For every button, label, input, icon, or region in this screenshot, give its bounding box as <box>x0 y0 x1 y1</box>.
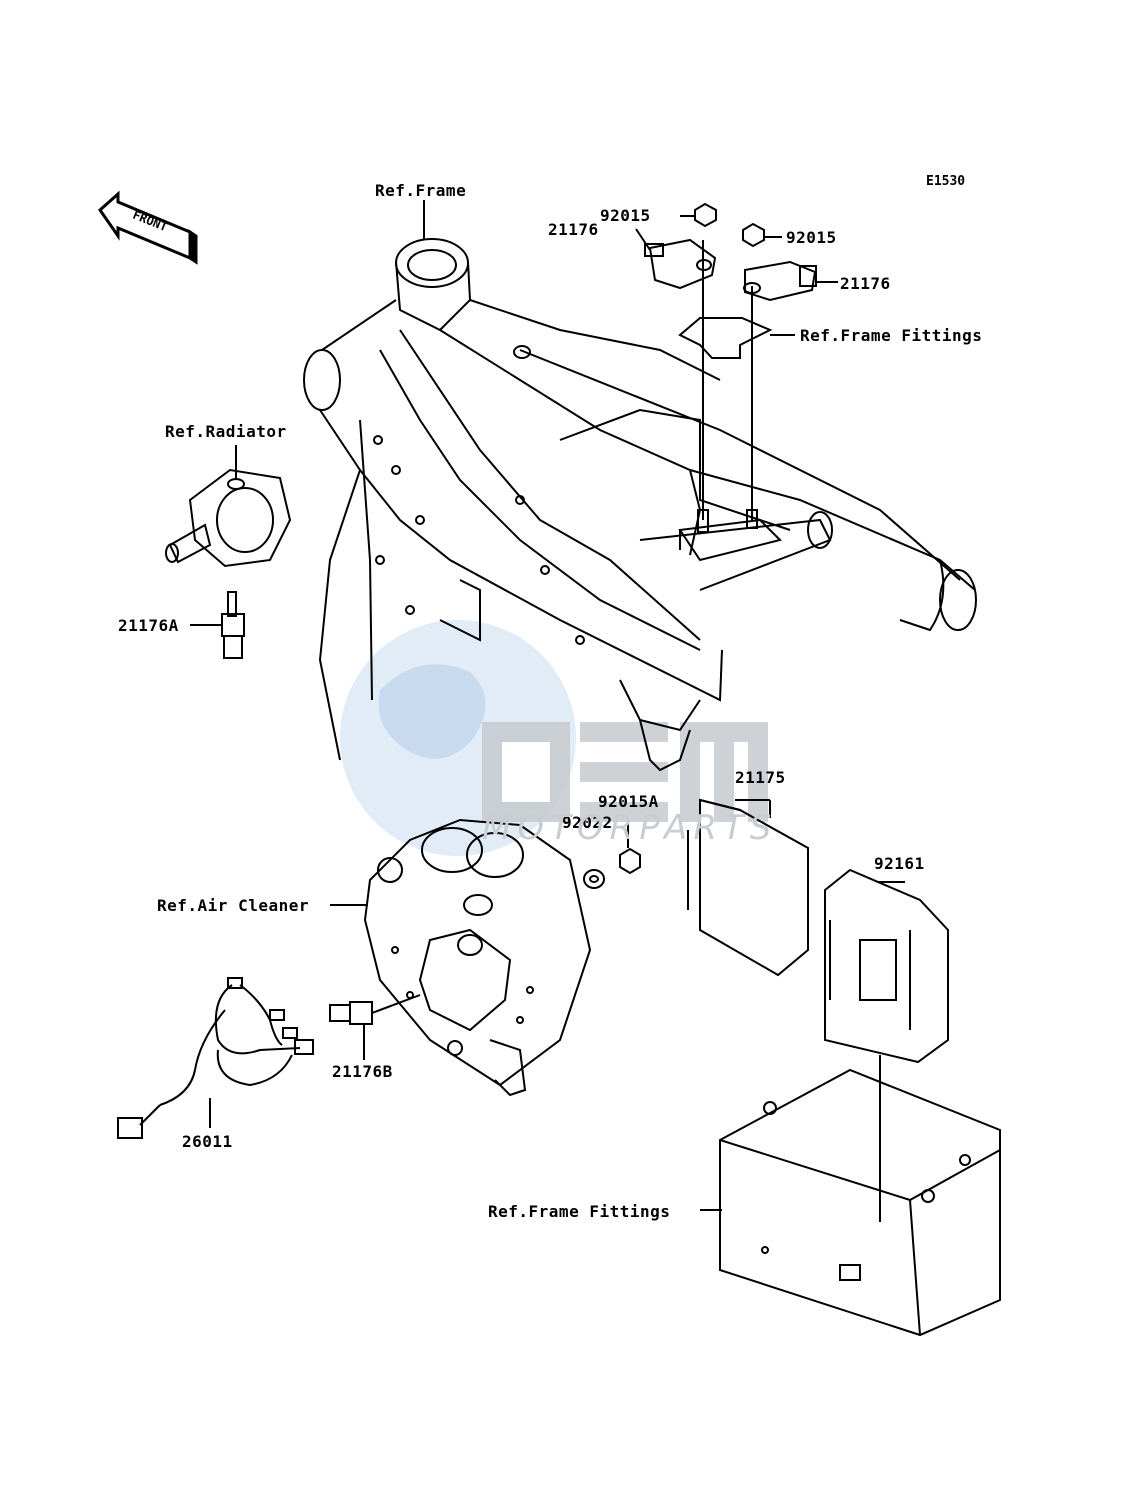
temperature-sensor-21176A <box>190 591 245 659</box>
label-92161: 92161 <box>874 854 925 873</box>
map-sensor-right <box>743 260 817 302</box>
air-cleaner-drawing <box>330 818 592 1097</box>
label-ref-frame-fittings-top: Ref.Frame Fittings <box>800 326 983 345</box>
leader-lines <box>423 200 838 336</box>
label-92015-left: 92015 <box>600 206 651 225</box>
label-21176-right: 21176 <box>840 274 891 293</box>
watermark-subtitle: MOTORPARTS <box>482 808 778 848</box>
label-92015-right: 92015 <box>786 228 837 247</box>
ecu-cover-92161 <box>824 868 949 1064</box>
label-ref-frame: Ref.Frame <box>375 181 467 200</box>
label-ref-frame-fittings-bottom: Ref.Frame Fittings <box>488 1202 671 1221</box>
washer-92022-icon <box>583 869 605 889</box>
label-21175: 21175 <box>735 768 786 787</box>
temperature-sensor-21176B <box>329 994 421 1060</box>
label-92015A: 92015A <box>598 792 659 811</box>
frame-drawing <box>303 238 977 772</box>
label-21176B: 21176B <box>332 1062 393 1081</box>
label-92022: 92022 <box>562 813 613 832</box>
battery-tray-drawing <box>700 1055 1001 1337</box>
label-21176-left: 21176 <box>548 220 599 239</box>
nut-left-icon <box>694 202 717 228</box>
bracket-drawing <box>678 240 782 562</box>
watermark-logo <box>340 620 768 856</box>
wire-harness-26011 <box>117 977 314 1139</box>
diagram-code: E1530 <box>926 174 965 189</box>
label-ref-air-cleaner: Ref.Air Cleaner <box>157 896 309 915</box>
ecu-21175 <box>687 798 809 977</box>
label-26011: 26011 <box>182 1132 233 1151</box>
map-sensor-left <box>644 238 717 290</box>
label-21176A: 21176A <box>118 616 179 635</box>
radiator-housing <box>165 445 292 568</box>
nut-right-icon <box>742 222 765 248</box>
label-ref-radiator: Ref.Radiator <box>165 422 287 441</box>
front-arrow-icon <box>98 190 198 265</box>
nut-92015A-icon <box>619 822 641 875</box>
